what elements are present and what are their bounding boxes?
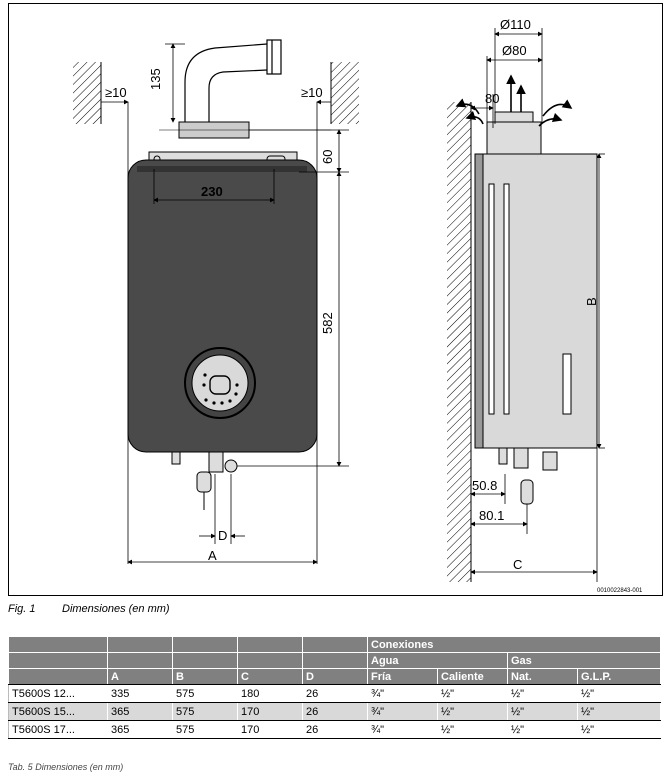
control-knob (184, 347, 256, 419)
table-cell: ½" (437, 720, 508, 739)
table-row: T5600S 17... 365 575 170 26 ¾" ½" ½" ½" (8, 720, 661, 739)
table-cell: 335 (107, 684, 173, 703)
figure-caption: Fig. 1 Dimensiones (en mm) (8, 603, 170, 615)
table-col-fria: Fría (367, 668, 438, 685)
table-header-conexiones: Conexiones (367, 636, 661, 653)
label-gap-right: ≥10 (301, 85, 323, 100)
table-cell: 26 (302, 702, 368, 721)
label-230: 230 (201, 184, 223, 199)
left-wall-hatch (73, 62, 101, 124)
table-header-gas: Gas (507, 652, 661, 669)
table-cell: ¾" (367, 684, 438, 703)
table-cell: 365 (107, 702, 173, 721)
side-wall-hatch (447, 102, 471, 582)
table-row: T5600S 15... 365 575 170 26 ¾" ½" ½" ½" (8, 702, 661, 721)
label-80-1: 80.1 (479, 508, 504, 523)
label-a: A (208, 548, 217, 563)
label-582: 582 (320, 312, 335, 334)
dimensions-table: Conexiones Agua Gas A B C D Fría Calient… (8, 636, 661, 739)
table-cell: ¾" (367, 702, 438, 721)
label-60: 60 (320, 150, 335, 164)
heater-body-side (474, 153, 598, 449)
table-cell: T5600S 12... (8, 684, 108, 703)
table-cell: ½" (507, 684, 578, 703)
table-cell: 575 (172, 684, 238, 703)
table-col-model (8, 668, 108, 685)
figure-number: Fig. 1 (8, 603, 36, 615)
label-d80: Ø80 (502, 43, 527, 58)
table-cell: ½" (577, 684, 661, 703)
label-50-8: 50.8 (472, 478, 497, 493)
technical-drawing: 135 ≥10 ≥10 60 230 582 D A (73, 17, 643, 594)
side-flue (486, 111, 542, 155)
label-d110: Ø110 (500, 17, 531, 32)
label-d: D (218, 528, 227, 543)
side-connections (498, 447, 558, 505)
table-header-blank (8, 636, 108, 653)
table-cell: 575 (172, 720, 238, 739)
table-cell: 180 (237, 684, 303, 703)
right-wall-hatch (331, 62, 359, 124)
table-col-b: B (172, 668, 238, 685)
table-cell: 170 (237, 720, 303, 739)
table-col-a: A (107, 668, 173, 685)
figure-code: 0010022843-001 (597, 588, 643, 594)
table-col-caliente: Caliente (437, 668, 508, 685)
label-135: 135 (148, 68, 163, 90)
label-b: B (584, 297, 599, 306)
table-cell: 575 (172, 702, 238, 721)
table-cell: ½" (507, 720, 578, 739)
figure-caption-text: Dimensiones (en mm) (62, 603, 170, 615)
table-cell: ½" (437, 684, 508, 703)
table-cell: 26 (302, 684, 368, 703)
table-caption: Tab. 5 Dimensiones (en mm) (8, 762, 124, 772)
label-80: 80 (485, 91, 499, 106)
table-cell: ¾" (367, 720, 438, 739)
table-cell: ½" (577, 702, 661, 721)
label-gap-left: ≥10 (105, 85, 127, 100)
table-col-glp: G.L.P. (577, 668, 661, 685)
table-header-agua: Agua (367, 652, 508, 669)
table-cell: ½" (437, 702, 508, 721)
label-c: C (513, 557, 522, 572)
table-col-c: C (237, 668, 303, 685)
table-row: T5600S 12... 335 575 180 26 ¾" ½" ½" ½" (8, 684, 661, 703)
table-cell: ½" (577, 720, 661, 739)
dimension-figure: 135 ≥10 ≥10 60 230 582 D A (8, 3, 663, 596)
table-cell: 365 (107, 720, 173, 739)
bottom-connections (171, 451, 238, 510)
flue-elbow (184, 39, 282, 122)
table-col-nat: Nat. (507, 668, 578, 685)
table-cell: 170 (237, 702, 303, 721)
table-cell: T5600S 17... (8, 720, 108, 739)
table-cell: T5600S 15... (8, 702, 108, 721)
table-col-d: D (302, 668, 368, 685)
table-cell: ½" (507, 702, 578, 721)
table-cell: 26 (302, 720, 368, 739)
